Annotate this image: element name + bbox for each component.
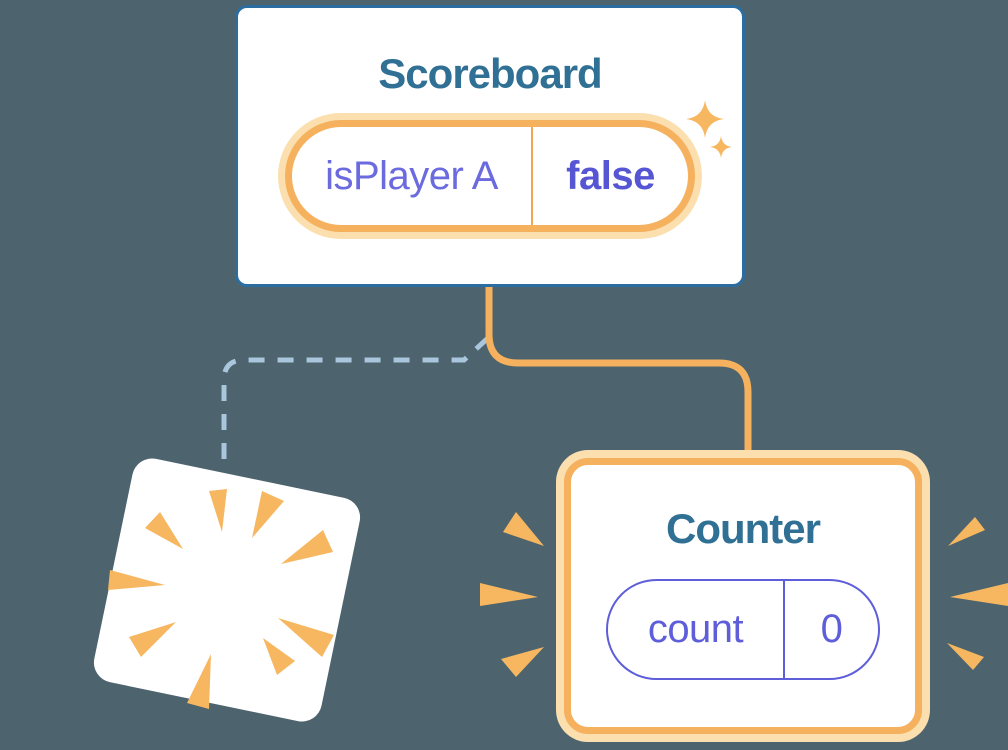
destroyed-card <box>93 458 361 722</box>
state-value: 0 <box>783 581 878 678</box>
emphasis-rays-left-icon <box>480 512 544 677</box>
state-name: count <box>647 607 744 651</box>
emphasis-rays-right-icon <box>947 517 1008 670</box>
solid-connector-line <box>485 285 752 456</box>
counter-card: Counter count 0 <box>564 458 922 734</box>
poof-burst-icon <box>108 489 334 709</box>
counter-title: Counter <box>666 505 821 552</box>
state-name: isPlayer A <box>325 153 498 198</box>
counter-state-pill: count 0 <box>606 579 880 680</box>
scoreboard-card: Scoreboard isPlayer A false <box>235 5 745 287</box>
scoreboard-state-pill: isPlayer A false <box>285 120 695 232</box>
sparkles-icon <box>686 100 733 159</box>
state-value: false <box>531 127 688 225</box>
dashed-connector-line <box>221 336 490 462</box>
scoreboard-title: Scoreboard <box>378 50 602 97</box>
